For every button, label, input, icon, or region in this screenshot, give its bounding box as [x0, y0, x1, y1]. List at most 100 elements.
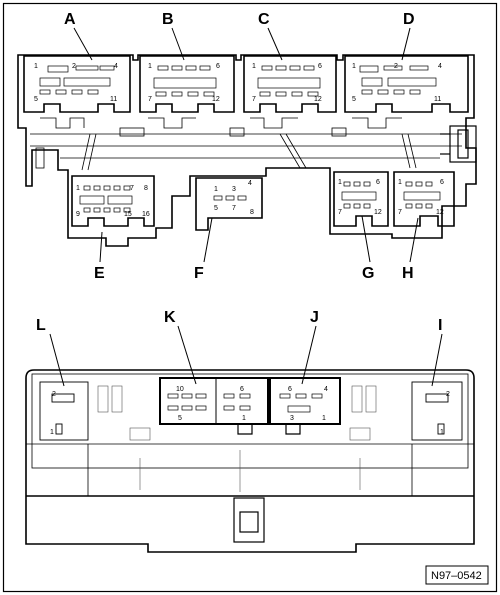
pin-label: 11	[434, 96, 441, 103]
top-callouts: A B C D E F G H	[64, 11, 415, 282]
pin-label: 4	[438, 63, 442, 70]
connector-h-housing	[393, 171, 455, 227]
callout-d: D	[403, 11, 415, 28]
top-body-detail	[30, 117, 462, 171]
pin-label: 1	[338, 179, 342, 186]
callout-f: F	[194, 265, 204, 282]
connector-i-housing	[411, 381, 463, 441]
pin-label: 2	[52, 391, 56, 398]
pin-label: 11	[110, 96, 117, 103]
k-j-cavities	[167, 393, 323, 413]
top-pin-labels: 1 2 4 5 11 1 6 7 12 1 6 7 12 1 2 4 5 11 …	[34, 63, 444, 218]
pin-label: 7	[338, 209, 342, 216]
bottom-callouts: L K J I	[36, 309, 442, 334]
connector-l-housing	[39, 381, 89, 441]
connector-c-housing	[243, 55, 337, 113]
latch-tab	[233, 497, 265, 543]
pin-label: 4	[114, 63, 118, 70]
pin-label: 1	[352, 63, 356, 70]
k-j-lower-tabs	[237, 424, 301, 435]
connector-d-housing	[344, 55, 469, 113]
pin-label: 1	[322, 415, 326, 422]
pin-label: 9	[76, 211, 80, 218]
pin-label: 5	[214, 205, 218, 212]
callout-e: E	[94, 265, 105, 282]
connector-e-housing	[71, 175, 155, 227]
connector-a-housing	[23, 55, 131, 113]
pin-label: 12	[314, 96, 322, 103]
connector-j-housing	[269, 377, 341, 425]
side-plug	[440, 125, 477, 163]
callout-h: H	[402, 265, 414, 282]
pin-label: 7	[252, 96, 256, 103]
connector-a-cavities	[39, 65, 115, 95]
pin-label: 6	[318, 63, 322, 70]
pin-label: 7	[130, 185, 134, 192]
pin-label: 3	[290, 415, 294, 422]
pin-label: 7	[232, 205, 236, 212]
top-module	[17, 54, 477, 247]
top-callout-leaders	[73, 27, 419, 263]
bottom-housing-outline	[25, 369, 475, 553]
pin-label: 2	[72, 63, 76, 70]
connector-g-cavities	[341, 181, 377, 209]
pin-label: 10	[176, 386, 184, 393]
bottom-pin-labels: 2 1 10 6 5 1 6 4 3 1 2 1	[50, 386, 450, 436]
callout-a: A	[64, 11, 76, 28]
connector-g-housing	[333, 171, 389, 227]
pin-label: 1	[50, 429, 54, 436]
pin-label: 6	[240, 386, 244, 393]
callout-g: G	[362, 265, 374, 282]
pin-label: 12	[374, 209, 382, 216]
pin-label: 12	[212, 96, 220, 103]
pin-label: 1	[76, 185, 80, 192]
pin-label: 6	[288, 386, 292, 393]
pin-label: 1	[34, 63, 38, 70]
pin-label: 4	[324, 386, 328, 393]
pin-label: 7	[148, 96, 152, 103]
figure-id: N97–0542	[431, 570, 482, 582]
pin-label: 6	[376, 179, 380, 186]
top-housing-outline	[17, 54, 477, 247]
connector-d-cavities	[359, 65, 437, 95]
connector-k-housing	[159, 377, 269, 425]
bottom-housing-inner	[31, 373, 469, 469]
callout-i: I	[438, 317, 442, 334]
pin-label: 5	[34, 96, 38, 103]
callout-k: K	[164, 309, 176, 326]
bottom-callout-leaders	[49, 325, 443, 387]
connector-b-housing	[139, 55, 235, 113]
connector-c-cavities	[257, 65, 321, 97]
pin-label: 1	[252, 63, 256, 70]
callout-c: C	[258, 11, 270, 28]
pin-label: 8	[144, 185, 148, 192]
pin-label: 1	[214, 186, 218, 193]
pin-label: 1	[398, 179, 402, 186]
callout-j: J	[310, 309, 319, 326]
pin-label: 16	[142, 211, 150, 218]
pin-label: 1	[242, 415, 246, 422]
connector-h-cavities	[403, 181, 441, 209]
pin-label: 5	[178, 415, 182, 422]
pin-label: 12	[436, 209, 444, 216]
pin-label: 8	[250, 209, 254, 216]
pin-label: 5	[352, 96, 356, 103]
bottom-body-detail	[97, 385, 377, 492]
pin-label: 4	[248, 180, 252, 187]
pin-label: 2	[446, 391, 450, 398]
pin-label: 2	[394, 63, 398, 70]
connector-f-cavities	[213, 195, 247, 201]
pin-label: 6	[440, 179, 444, 186]
connector-f-housing	[195, 177, 263, 231]
pin-label: 3	[232, 186, 236, 193]
figure-id-box	[425, 565, 489, 585]
pin-label: 15	[124, 211, 132, 218]
pin-label: 6	[216, 63, 220, 70]
pin-label: 7	[398, 209, 402, 216]
connector-e-cavities	[79, 185, 133, 213]
bottom-module	[25, 369, 475, 553]
pin-label: 1	[148, 63, 152, 70]
pin-label: 1	[440, 429, 444, 436]
